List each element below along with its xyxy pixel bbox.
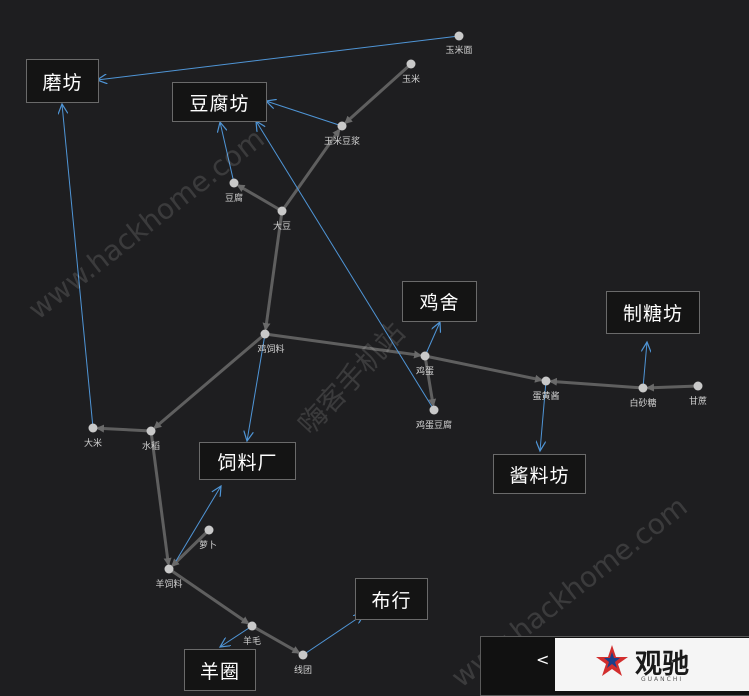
item-label-danhuangjiang: 蛋黄酱	[532, 392, 560, 402]
item-label-dami: 大米	[83, 439, 103, 449]
item-label-yumimian: 玉米面	[445, 46, 473, 56]
item-label-yumi: 玉米	[401, 75, 421, 85]
edge-jidan-to-jishe	[424, 322, 440, 357]
item-label-luobo: 萝卜	[198, 541, 218, 551]
edge-dadou-to-yumidoujiang	[280, 128, 341, 212]
item-node-yangsiliao	[164, 564, 174, 574]
facility-jishe: 鸡舍	[402, 281, 477, 322]
edge-yumimian-to-mofang	[97, 35, 460, 80]
item-label-jisiliao: 鸡饲料	[257, 345, 285, 355]
edge-yangmao-to-xiantuan	[251, 624, 301, 654]
item-node-jidan	[420, 351, 430, 361]
edge-dadou-to-doufu	[236, 184, 283, 213]
item-label-doufu: 豆腐	[224, 194, 244, 204]
item-label-dadou: 大豆	[272, 222, 292, 232]
logo-subtext: GUANCHI	[641, 676, 684, 683]
item-node-jisiliao	[260, 329, 270, 339]
logo-card: 观驰 GUANCHI	[555, 638, 749, 691]
edge-jisiliao-to-shuidao	[153, 332, 266, 430]
logo-text: 观驰	[635, 649, 689, 680]
edge-baishatang-to-zhitangfang	[643, 342, 647, 389]
edge-jisiliao-to-siliaochang	[247, 333, 266, 441]
item-label-ganzhe: 甘蔗	[688, 397, 708, 407]
edge-dami-to-mofang	[62, 104, 94, 429]
edge-yangsiliao-to-yangmao	[168, 567, 250, 625]
item-label-jidandoufu: 鸡蛋豆腐	[415, 421, 453, 431]
item-node-dadou	[277, 206, 287, 216]
item-label-shuidao: 水稻	[141, 442, 161, 452]
edge-jidan-to-danhuangjiang	[424, 354, 544, 383]
facility-yangjuan: 羊圈	[184, 649, 256, 691]
item-node-danhuangjiang	[541, 376, 551, 386]
edge-yangsiliao-to-siliaochang	[175, 486, 221, 562]
item-node-yumimian	[454, 31, 464, 41]
corner-fragment-text: <	[536, 650, 550, 669]
facility-siliaochang: 饲料厂	[199, 442, 296, 480]
item-label-yumidoujiang: 玉米豆浆	[323, 137, 361, 147]
item-node-doufu	[229, 178, 239, 188]
facility-buhang: 布行	[355, 578, 428, 620]
edge-danhuangjiang-to-jiangliaofang	[540, 380, 547, 451]
edge-shuidao-to-dami	[95, 424, 152, 433]
facility-zhitangfang: 制糖坊	[606, 291, 700, 334]
item-node-yumidoujiang	[337, 121, 347, 131]
edge-jidan-to-jidandoufu	[423, 355, 437, 408]
edge-jisiliao-to-jidan	[264, 332, 423, 359]
item-label-jidan: 鸡蛋	[415, 367, 435, 377]
facility-mofang: 磨坊	[26, 59, 99, 103]
facility-jiangliaofang: 酱料坊	[493, 454, 586, 494]
edge-yangmao-to-yangjuan	[220, 625, 253, 647]
edge-ganzhe-to-baishatang	[645, 383, 699, 392]
item-label-xiantuan: 线团	[293, 666, 313, 676]
item-node-jidandoufu	[429, 405, 439, 415]
edge-shuidao-to-yangsiliao	[149, 430, 172, 567]
item-node-ganzhe	[693, 381, 703, 391]
star-logo-icon	[596, 645, 628, 676]
item-node-yumi	[406, 59, 416, 69]
edge-baishatang-to-danhuangjiang	[548, 377, 644, 390]
item-node-luobo	[204, 525, 214, 535]
edge-jidandoufu-to-doufufang	[256, 121, 435, 411]
item-node-yangmao	[247, 621, 257, 631]
edge-dadou-to-jisiliao	[262, 210, 284, 332]
item-label-yangsiliao: 羊饲料	[155, 580, 183, 590]
item-node-dami	[88, 423, 98, 433]
edge-luobo-to-yangsiliao	[171, 528, 211, 567]
edge-yumidoujiang-to-doufufang	[266, 101, 343, 127]
item-node-shuidao	[146, 426, 156, 436]
item-label-baishatang: 白砂糖	[629, 399, 657, 409]
item-node-xiantuan	[298, 650, 308, 660]
item-node-baishatang	[638, 383, 648, 393]
facility-doufufang: 豆腐坊	[172, 82, 267, 122]
edge-xiantuan-to-buhang	[302, 614, 364, 656]
edge-doufu-to-doufufang	[220, 122, 235, 184]
edge-yumi-to-yumidoujiang	[344, 62, 413, 124]
item-label-yangmao: 羊毛	[242, 637, 262, 647]
